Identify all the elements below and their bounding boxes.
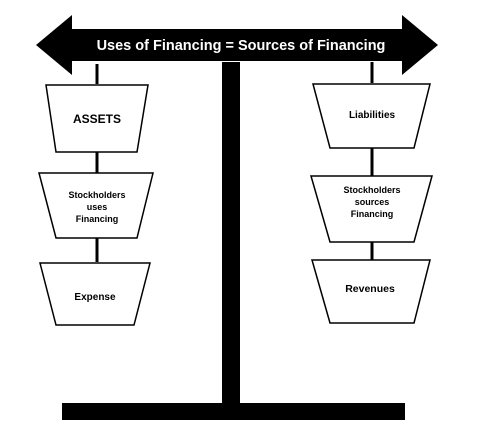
- box-stockholders-uses-line-2: uses: [87, 202, 108, 212]
- box-stockholders-uses-line-1: Stockholders: [68, 190, 125, 200]
- box-stockholders-sources-line-3: Financing: [351, 209, 394, 219]
- box-stockholders-sources-shape: [310, 175, 433, 243]
- box-revenues: Revenues: [311, 259, 431, 324]
- box-assets-label: ASSETS: [73, 112, 121, 126]
- box-assets-shape: [45, 84, 149, 153]
- box-stockholders-sources-line-2: sources: [355, 197, 390, 207]
- box-stockholders-uses-line-3: Financing: [76, 214, 119, 224]
- box-liabilities-shape: [312, 83, 431, 149]
- box-stockholders-uses-shape: [38, 172, 154, 239]
- box-liabilities-label: Liabilities: [349, 110, 396, 121]
- box-expense: Expense: [39, 262, 151, 326]
- double-arrow-beam: [36, 15, 438, 75]
- box-stockholders-uses: Stockholders uses Financing: [38, 172, 154, 239]
- box-assets: ASSETS: [45, 84, 149, 153]
- banner-title: Uses of Financing = Sources of Financing: [97, 38, 386, 54]
- box-expense-label: Expense: [74, 292, 116, 303]
- box-revenues-label: Revenues: [345, 283, 395, 295]
- box-revenues-shape: [311, 259, 431, 324]
- box-expense-shape: [39, 262, 151, 326]
- box-stockholders-sources-line-1: Stockholders: [343, 185, 400, 195]
- scale-pillar: [222, 62, 240, 405]
- box-stockholders-sources: Stockholders sources Financing: [310, 175, 433, 243]
- box-liabilities: Liabilities: [312, 83, 431, 149]
- scale-base: [62, 403, 405, 420]
